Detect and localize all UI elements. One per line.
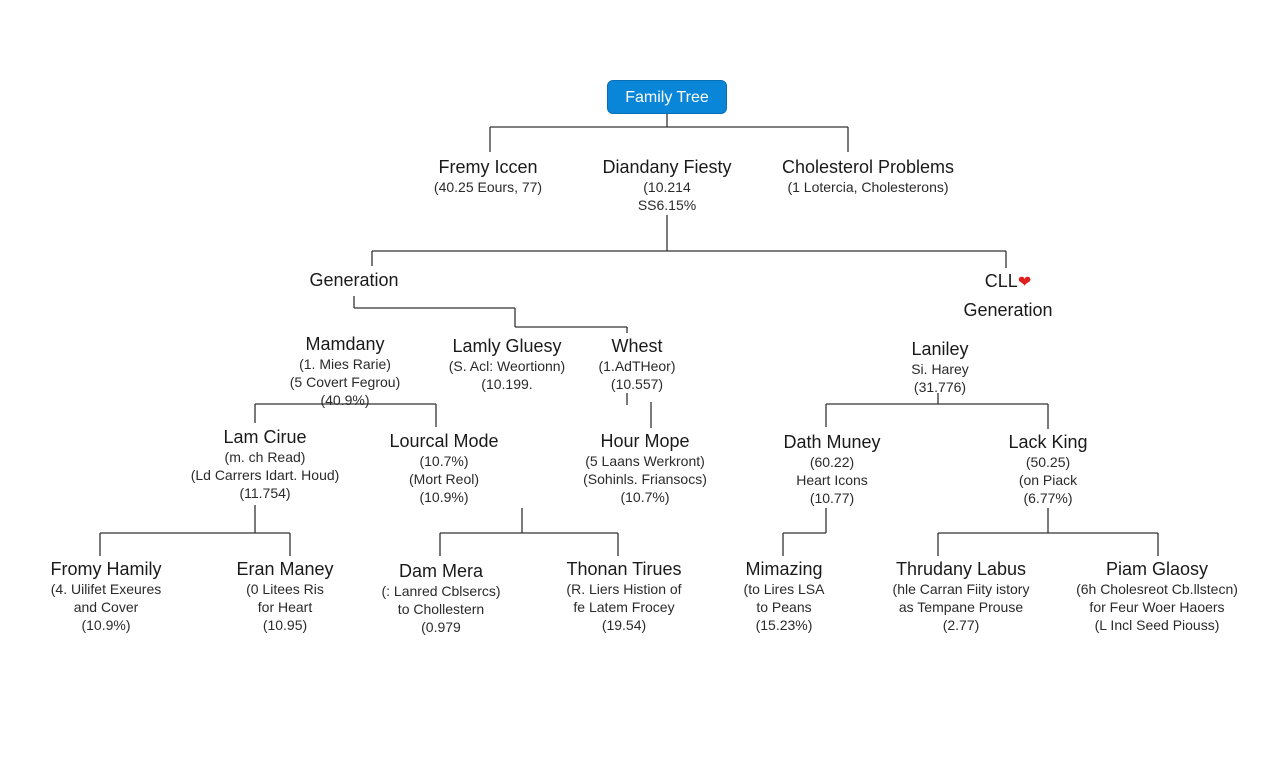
node-detail: SS6.15% [637,197,697,213]
tree-node: Lam Cirue (m. ch Read) (Ld Carrers Idart… [191,426,340,502]
node-detail: (10.7%) [620,489,670,505]
node-detail: (m. ch Read) [224,449,306,465]
tree-node: Lamly Gluesy (S. Acl: Weortionn) (10.199… [449,335,565,393]
node-title: Dath Muney [783,432,881,452]
tree-node: Mimazing (to Lires LSA to Peans (15.23%) [744,558,825,634]
node-title: Lourcal Mode [389,431,499,451]
node-detail: (on Piack [1018,472,1078,488]
node-detail: for Heart [257,599,313,615]
tree-node: Dam Mera (: Lanred Cblsercs) to Chollest… [381,560,500,636]
tree-node: Fremy Iccen (40.25 Eours, 77) [434,156,542,196]
node-detail: to Peans [756,599,812,615]
node-title: Thrudany Labus [895,559,1027,579]
node-detail: (10.9%) [81,617,131,633]
node-title: Lack King [1008,432,1088,452]
node-detail: (19.54) [601,617,647,633]
node-detail: (: Lanred Cblsercs) [381,583,501,599]
node-title: Cholesterol Problems [781,157,955,177]
node-detail: (2.77) [942,617,980,633]
node-detail: (S. Acl: Weortionn) [448,358,566,374]
node-title: Thonan Tirues [566,559,682,579]
node-detail: (1. Mies Rarie) [299,356,391,372]
node-detail: (10.199. [481,376,533,392]
node-title: Mimazing [745,559,823,579]
tree-node: Diandany Fiesty (10.214 SS6.15% [602,156,731,214]
tree-node: Hour Mope (5 Laans Werkront) (Sohinls. F… [583,430,707,506]
node-detail: (11.754) [239,485,291,501]
generation-label-right: Generation [963,300,1053,320]
node-title: Fromy Hamily [50,559,162,579]
node-detail: (60.22) [809,454,855,470]
generation-label-left: Generation [309,270,399,290]
node-detail: (50.25) [1025,454,1071,470]
node-title: Diandany Fiesty [602,157,732,177]
node-detail: (10.9%) [419,489,469,505]
node-title: Laniley [911,339,969,359]
node-detail: fe Latem Frocey [573,599,675,615]
node-detail: (5 Laans Werkront) [585,453,705,469]
node-title: Lam Cirue [223,427,307,447]
node-title: Hour Mope [600,431,690,451]
node-detail: Heart Icons [796,472,868,488]
tree-node: Laniley Si. Harey (31.776) [911,338,969,396]
node-detail: (10.214 [643,179,691,195]
node-detail: (10.77) [809,490,855,506]
node-detail: (40.25 Eours, 77) [433,179,543,195]
node-detail: (1.AdTHeor) [598,358,676,374]
node-detail: (0.979 [421,619,461,635]
node-detail: (4. Uilifet Exeures [50,581,162,597]
node-title: Fremy Iccen [438,157,538,177]
node-detail: (10.557) [610,376,664,392]
node-detail: (31.776) [913,379,967,395]
node-title: Whest [611,336,663,356]
node-detail: (10.7%) [419,453,469,469]
node-detail: Si. Harey [911,361,969,377]
node-detail: (1 Lotercia, Cholesterons) [787,179,949,195]
tree-node: Thonan Tirues (R. Liers Histion of fe La… [566,558,681,634]
node-title: Lamly Gluesy [452,336,562,356]
node-detail: (15.23%) [755,617,813,633]
node-detail: (40.9%) [320,392,370,408]
node-detail: for Feur Woer Haoers [1089,599,1225,615]
tree-node: Piam Glaosy (6h Cholesreot Cb.llstecn) f… [1076,558,1238,634]
tree-node: Fromy Hamily (4. Uilifet Exeures and Cov… [51,558,162,634]
node-detail: (hle Carran Fiity istory [892,581,1030,597]
node-detail: (L Incl Seed Piouss) [1094,617,1220,633]
tree-node: Whest (1.AdTHeor) (10.557) [598,335,675,393]
node-detail: as Tempane Prouse [898,599,1024,615]
tree-node: Cholesterol Problems (1 Lotercia, Choles… [782,156,954,196]
cll-label-text: CLL [984,271,1018,291]
cll-label: CLL❤ [985,271,1031,292]
node-title: Eran Maney [236,559,334,579]
tree-node: Thrudany Labus (hle Carran Fiity istory … [893,558,1030,634]
node-title: Dam Mera [398,561,484,581]
node-detail: (6.77%) [1023,490,1073,506]
node-detail: (10.95) [262,617,308,633]
tree-node: Dath Muney (60.22) Heart Icons (10.77) [783,431,880,507]
tree-node: Lack King (50.25) (on Piack (6.77%) [1008,431,1087,507]
node-detail: (5 Covert Fegrou) [289,374,401,390]
node-detail: (6h Cholesreot Cb.llstecn) [1076,581,1238,597]
tree-node: Eran Maney (0 Litees Ris for Heart (10.9… [236,558,333,634]
node-detail: (Mort Reol) [408,471,480,487]
node-title: Mamdany [305,334,385,354]
tree-node: Mamdany (1. Mies Rarie) (5 Covert Fegrou… [290,333,400,409]
node-detail: and Cover [73,599,139,615]
node-detail: (Ld Carrers Idart. Houd) [190,467,340,483]
heart-icon: ❤ [1017,274,1032,291]
tree-node: Lourcal Mode (10.7%) (Mort Reol) (10.9%) [389,430,498,506]
node-detail: (R. Liers Histion of [566,581,682,597]
family-tree-root-button[interactable]: Family Tree [607,80,727,114]
node-title: Piam Glaosy [1105,559,1209,579]
node-detail: (0 Litees Ris [246,581,324,597]
node-detail: to Chollestern [397,601,485,617]
node-detail: (Sohinls. Friansocs) [583,471,707,487]
node-detail: (to Lires LSA [743,581,825,597]
